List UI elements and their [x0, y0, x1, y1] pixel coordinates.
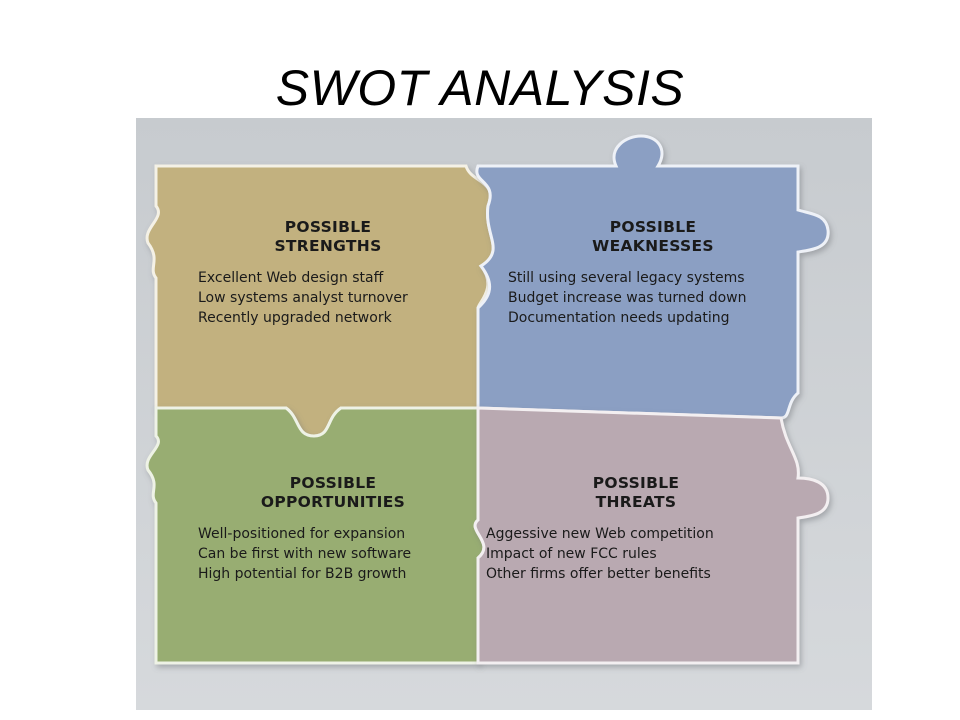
weaknesses-piece — [475, 134, 830, 420]
list-item: Excellent Web design staff — [198, 270, 384, 286]
strengths-heading: POSSIBLE STRENGTHS — [198, 218, 458, 256]
list-item: Aggessive new Web competition — [486, 526, 714, 542]
list-item: Other firms offer better benefits — [486, 566, 711, 582]
weaknesses-heading: POSSIBLE WEAKNESSES — [508, 218, 798, 256]
threats-heading: POSSIBLE THREATS — [486, 474, 786, 512]
list-item: Documentation needs updating — [508, 310, 730, 326]
opportunities-heading: POSSIBLE OPPORTUNITIES — [198, 474, 468, 512]
list-item: High potential for B2B growth — [198, 566, 407, 582]
heading-line: POSSIBLE — [289, 474, 377, 492]
heading-line: OPPORTUNITIES — [260, 493, 406, 511]
heading-line: POSSIBLE — [609, 218, 697, 236]
threats-block: POSSIBLE THREATS Aggessive new Web compe… — [486, 474, 786, 584]
strengths-list: Excellent Web design staff Low systems a… — [198, 268, 458, 328]
heading-line: POSSIBLE — [284, 218, 372, 236]
opportunities-list: Well-positioned for expansion Can be fir… — [198, 524, 468, 584]
list-item: Recently upgraded network — [198, 310, 392, 326]
list-item: Budget increase was turned down — [508, 290, 747, 306]
weaknesses-list: Still using several legacy systems Budge… — [508, 268, 798, 328]
heading-line: THREATS — [595, 493, 677, 511]
list-item: Low systems analyst turnover — [198, 290, 408, 306]
list-item: Can be first with new software — [198, 546, 412, 562]
puzzle-graphic — [145, 134, 830, 665]
threats-piece — [473, 406, 830, 665]
swot-puzzle-panel: POSSIBLE STRENGTHS Excellent Web design … — [136, 118, 872, 710]
list-item: Still using several legacy systems — [508, 270, 745, 286]
weaknesses-block: POSSIBLE WEAKNESSES Still using several … — [508, 218, 798, 328]
heading-line: POSSIBLE — [592, 474, 680, 492]
strengths-block: POSSIBLE STRENGTHS Excellent Web design … — [198, 218, 458, 328]
opportunities-block: POSSIBLE OPPORTUNITIES Well-positioned f… — [198, 474, 468, 584]
threats-list: Aggessive new Web competition Impact of … — [486, 524, 786, 584]
heading-line: WEAKNESSES — [592, 237, 714, 255]
heading-line: STRENGTHS — [274, 237, 382, 255]
list-item: Well-positioned for expansion — [198, 526, 406, 542]
list-item: Impact of new FCC rules — [486, 546, 657, 562]
slide-title: SWOT ANALYSIS — [275, 60, 685, 116]
